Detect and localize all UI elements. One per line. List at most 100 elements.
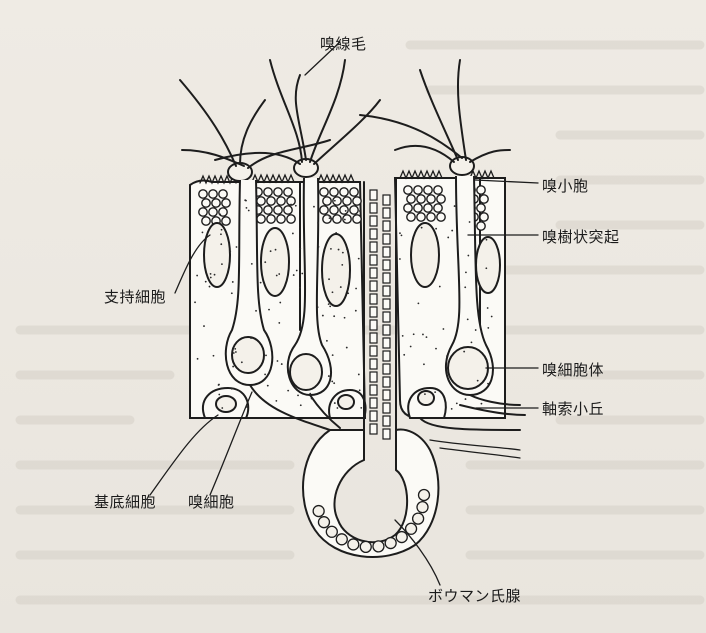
duct-cell bbox=[370, 307, 377, 317]
stipple-dot bbox=[467, 318, 469, 320]
stipple-dot bbox=[451, 408, 453, 410]
vesicle bbox=[209, 190, 217, 198]
stipple-dot bbox=[359, 389, 361, 391]
vesicle bbox=[350, 188, 358, 196]
stipple-dot bbox=[464, 286, 466, 288]
stipple-dot bbox=[218, 384, 220, 386]
vesicle bbox=[277, 197, 285, 205]
stipple-dot bbox=[267, 385, 269, 387]
duct-cell bbox=[370, 372, 377, 382]
gland-cell-nucleus bbox=[318, 517, 329, 528]
duct-cell bbox=[370, 190, 377, 200]
duct-cell bbox=[383, 260, 390, 270]
stipple-dot bbox=[338, 249, 340, 251]
duct-cell bbox=[383, 221, 390, 231]
stipple-dot bbox=[417, 302, 419, 304]
vesicle bbox=[267, 215, 275, 223]
duct-cell bbox=[370, 203, 377, 213]
vesicle bbox=[264, 206, 272, 214]
duct-cell bbox=[383, 390, 390, 400]
vesicle bbox=[219, 190, 227, 198]
duct-cell bbox=[383, 377, 390, 387]
stipple-dot bbox=[210, 277, 212, 279]
vesicle bbox=[274, 188, 282, 196]
stipple-dot bbox=[251, 263, 253, 265]
stipple-dot bbox=[328, 375, 330, 377]
vesicle bbox=[427, 213, 435, 221]
gland-cell-nucleus bbox=[419, 490, 430, 501]
vesicle bbox=[340, 188, 348, 196]
duct-cell bbox=[370, 229, 377, 239]
stipple-dot bbox=[329, 305, 331, 307]
duct-cell bbox=[383, 338, 390, 348]
duct-cell bbox=[370, 398, 377, 408]
vesicle bbox=[477, 204, 485, 212]
stipple-dot bbox=[234, 348, 236, 350]
stipple-dot bbox=[332, 291, 334, 293]
vesicle bbox=[333, 215, 341, 223]
duct-cell bbox=[370, 255, 377, 265]
stipple-dot bbox=[236, 246, 238, 248]
gland-cell-nucleus bbox=[413, 513, 424, 524]
label-axon-hillock: 軸索小丘 bbox=[542, 398, 604, 419]
stipple-dot bbox=[220, 233, 222, 235]
duct-cell bbox=[370, 294, 377, 304]
duct-cell bbox=[383, 325, 390, 335]
stipple-dot bbox=[213, 355, 215, 357]
stipple-dot bbox=[264, 261, 266, 263]
stipple-dot bbox=[344, 219, 346, 221]
duct-cell bbox=[370, 385, 377, 395]
stipple-dot bbox=[202, 232, 204, 234]
duct-cell bbox=[370, 242, 377, 252]
label-olfactory-vesicle: 嗅小胞 bbox=[542, 175, 589, 196]
duct-cell bbox=[383, 312, 390, 322]
stipple-dot bbox=[330, 248, 332, 250]
stipple-dot bbox=[232, 281, 234, 283]
stipple-dot bbox=[334, 402, 336, 404]
bowman-gland bbox=[303, 430, 438, 557]
stipple-dot bbox=[265, 354, 267, 356]
gland-cell-nucleus bbox=[396, 532, 407, 543]
stipple-dot bbox=[241, 361, 243, 363]
vesicle bbox=[343, 197, 351, 205]
vesicle bbox=[477, 186, 485, 194]
vesicle bbox=[417, 195, 425, 203]
vesicle bbox=[284, 206, 292, 214]
duct-cell bbox=[383, 364, 390, 374]
stipple-dot bbox=[196, 275, 198, 277]
stipple-dot bbox=[340, 286, 342, 288]
stipple-dot bbox=[277, 360, 279, 362]
stipple-dot bbox=[311, 398, 313, 400]
duct-cell bbox=[383, 429, 390, 439]
stipple-dot bbox=[424, 393, 426, 395]
vesicle bbox=[477, 222, 485, 230]
vesicle bbox=[404, 186, 412, 194]
stipple-dot bbox=[331, 218, 333, 220]
stipple-dot bbox=[346, 248, 348, 250]
stipple-dot bbox=[233, 352, 235, 354]
vesicle bbox=[353, 197, 361, 205]
stipple-dot bbox=[221, 263, 223, 265]
stipple-dot bbox=[279, 302, 281, 304]
vesicle bbox=[267, 197, 275, 205]
label-supporting-cell: 支持細胞 bbox=[104, 286, 166, 307]
duct-cell bbox=[370, 346, 377, 356]
stipple-dot bbox=[465, 398, 467, 400]
stipple-dot bbox=[403, 354, 405, 356]
stipple-dot bbox=[255, 310, 257, 312]
vesicle bbox=[424, 204, 432, 212]
stipple-dot bbox=[331, 381, 333, 383]
stipple-dot bbox=[359, 210, 361, 212]
stipple-dot bbox=[481, 403, 483, 405]
vesicle bbox=[320, 188, 328, 196]
gland-cell-nucleus bbox=[385, 538, 396, 549]
stipple-dot bbox=[326, 340, 328, 342]
vesicle bbox=[222, 217, 230, 225]
label-basal-cell: 基底細胞 bbox=[94, 491, 156, 512]
vesicle bbox=[257, 215, 265, 223]
vesicle bbox=[350, 206, 358, 214]
stipple-dot bbox=[421, 227, 423, 229]
stipple-dot bbox=[491, 316, 493, 318]
vesicle bbox=[343, 215, 351, 223]
